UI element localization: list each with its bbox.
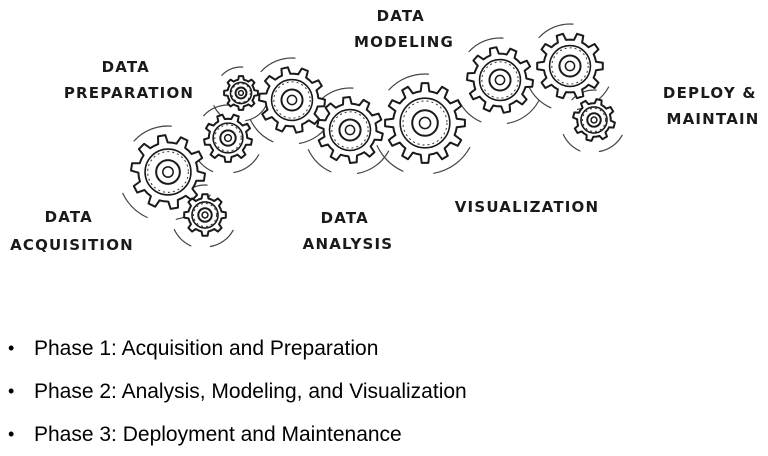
gear-icon: [536, 32, 604, 100]
motion-arc: [221, 66, 244, 76]
motion-arc: [173, 228, 192, 247]
motion-arc: [122, 192, 148, 219]
motion-arc: [376, 145, 404, 172]
gear-icon: [572, 98, 616, 142]
motion-arc: [388, 73, 430, 91]
phase-list: • Phase 1: Acquisition and Preparation •…: [8, 327, 467, 456]
motion-arc: [598, 134, 623, 153]
bullet-icon: •: [8, 424, 15, 444]
bullet-icon: •: [8, 338, 15, 358]
motion-arc: [562, 133, 581, 152]
gear-icon: [316, 96, 384, 164]
gear-shading: [147, 151, 189, 193]
motion-arc: [260, 57, 296, 73]
label-data-acquisition: DATA ACQUISITION: [10, 208, 134, 254]
gear-shading: [551, 47, 589, 85]
motion-arc: [245, 105, 267, 122]
gear-axle: [162, 166, 174, 178]
motion-arc: [307, 149, 332, 173]
gear-axle: [286, 94, 298, 106]
motion-arc: [209, 229, 234, 248]
phase-item-2: • Phase 2: Analysis, Modeling, and Visua…: [8, 370, 467, 413]
gear-shading: [581, 107, 607, 133]
gear-rim: [399, 97, 451, 149]
gear-rim: [212, 122, 244, 154]
gear-rim: [548, 44, 592, 88]
label-data-analysis: DATA ANALYSIS: [303, 209, 394, 253]
gear-axle: [418, 116, 432, 130]
gear-icon: [258, 66, 326, 134]
label-data-modeling: DATA MODELING: [354, 7, 454, 51]
gear-shading: [331, 111, 369, 149]
gear-icon: [203, 113, 253, 163]
gear-shading: [192, 202, 218, 228]
gear-rim: [144, 148, 192, 196]
label-deploy-maintain: DEPLOY & MAINTAIN: [663, 84, 763, 128]
phase-text: Phase 1: Acquisition and Preparation: [34, 337, 379, 360]
gears-diagram: DATA ACQUISITION DATA PREPARATION DATA M…: [10, 7, 763, 254]
gear-icon: [384, 82, 466, 164]
label-visualization: VISUALIZATION: [455, 198, 600, 216]
motion-arc: [356, 150, 390, 174]
motion-arc: [133, 125, 172, 142]
gear-rim: [229, 81, 253, 105]
gear-rim: [191, 201, 219, 229]
gear-rim: [580, 106, 608, 134]
phase-text: Phase 3: Deployment and Maintenance: [34, 423, 402, 446]
gear-shading: [481, 61, 519, 99]
gear-axle: [201, 211, 209, 219]
gear-rim: [328, 108, 372, 152]
gear-shading: [214, 124, 242, 152]
gear-icon: [223, 75, 259, 111]
gear-axle: [494, 74, 506, 86]
gear-axle: [564, 60, 576, 72]
gear-chain: [130, 32, 616, 237]
gear-axle: [237, 89, 245, 97]
phase-text: Phase 2: Analysis, Modeling, and Visuali…: [34, 380, 467, 403]
bullet-icon: •: [8, 381, 15, 401]
gear-icon: [466, 46, 534, 114]
gear-icon: [183, 193, 227, 237]
motion-arc: [468, 37, 504, 53]
gear-axle: [223, 133, 233, 143]
motion-arc: [538, 23, 574, 39]
phase-item-1: • Phase 1: Acquisition and Preparation: [8, 327, 467, 370]
motion-arc: [433, 146, 471, 174]
phase-item-3: • Phase 3: Deployment and Maintenance: [8, 413, 467, 456]
motion-arc: [249, 119, 274, 143]
gear-axle: [590, 116, 598, 124]
gear-icon: [130, 134, 206, 210]
motion-arc: [233, 154, 260, 174]
gear-axle: [344, 124, 356, 136]
motion-arc: [506, 100, 540, 124]
motion-arc: [527, 85, 552, 109]
gear-rim: [270, 78, 314, 122]
gear-rim: [478, 58, 522, 102]
label-data-preparation: DATA PREPARATION: [64, 58, 194, 102]
gear-shading: [402, 100, 448, 146]
gear-shading: [273, 81, 311, 119]
gear-shading: [231, 83, 251, 103]
